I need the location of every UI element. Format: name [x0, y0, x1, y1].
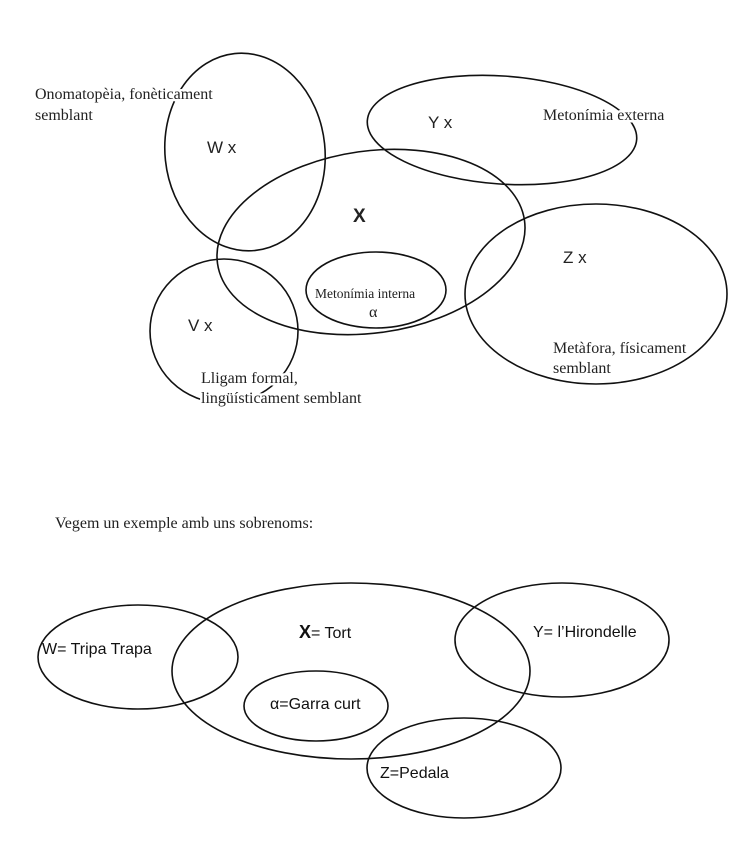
bottom-diagram: W= Tripa Trapa X= Tort Y= l’Hirondelle α…: [37, 582, 670, 819]
alpha-example-label: α=Garra curt: [270, 696, 361, 713]
x-label: X: [353, 206, 366, 227]
ellipse-metonimia-interna: [305, 251, 447, 329]
ellipse-x-example: [171, 582, 531, 760]
onomatopeia-label: Onomatopèia, fonèticament: [35, 86, 213, 103]
top-diagram: Onomatopèia, fonèticament semblant W x Y…: [33, 52, 728, 410]
ellipse-x: [216, 148, 526, 336]
ellipse-z: [464, 203, 728, 385]
metonimia-externa-label: Metonímia externa: [543, 107, 664, 124]
lligam-label-2: lingüísticament semblant: [201, 390, 362, 407]
ellipse-w-example: [37, 604, 239, 710]
alpha-label: α: [369, 304, 378, 321]
y-example-label: Y= l’Hirondelle: [533, 624, 637, 641]
z-example-label: Z=Pedala: [380, 765, 449, 782]
ellipse-z-example: [366, 717, 562, 819]
metonimia-interna-label: Metonímia interna: [315, 286, 415, 301]
ellipse-y-example: [454, 582, 670, 698]
z-label: Z x: [563, 248, 587, 267]
metafora-label: Metàfora, físicament: [553, 340, 687, 357]
w-example-label: W= Tripa Trapa: [42, 641, 152, 658]
ellipse-y: [366, 74, 638, 186]
y-label: Y x: [428, 113, 453, 132]
w-value: Tripa Trapa: [71, 641, 152, 658]
w-prefix: W=: [42, 641, 71, 658]
y-prefix: Y=: [533, 624, 557, 641]
y-value: l’Hirondelle: [557, 624, 636, 641]
v-label: V x: [188, 316, 213, 335]
lligam-label: Lligam formal,: [201, 370, 298, 387]
paragraph-text: Vegem un exemple amb uns sobrenoms:: [55, 515, 313, 532]
ellipse-w: [163, 52, 327, 252]
metafora-label-2: semblant: [553, 360, 611, 377]
w-label: W x: [207, 138, 237, 157]
onomatopeia-label-2: semblant: [35, 107, 93, 124]
ellipse-alpha-example: [243, 670, 389, 742]
ellipse-v: [149, 258, 299, 404]
x-example-label: X= Tort: [299, 622, 352, 642]
x-prefix: X: [299, 622, 311, 642]
x-value: = Tort: [311, 625, 352, 642]
